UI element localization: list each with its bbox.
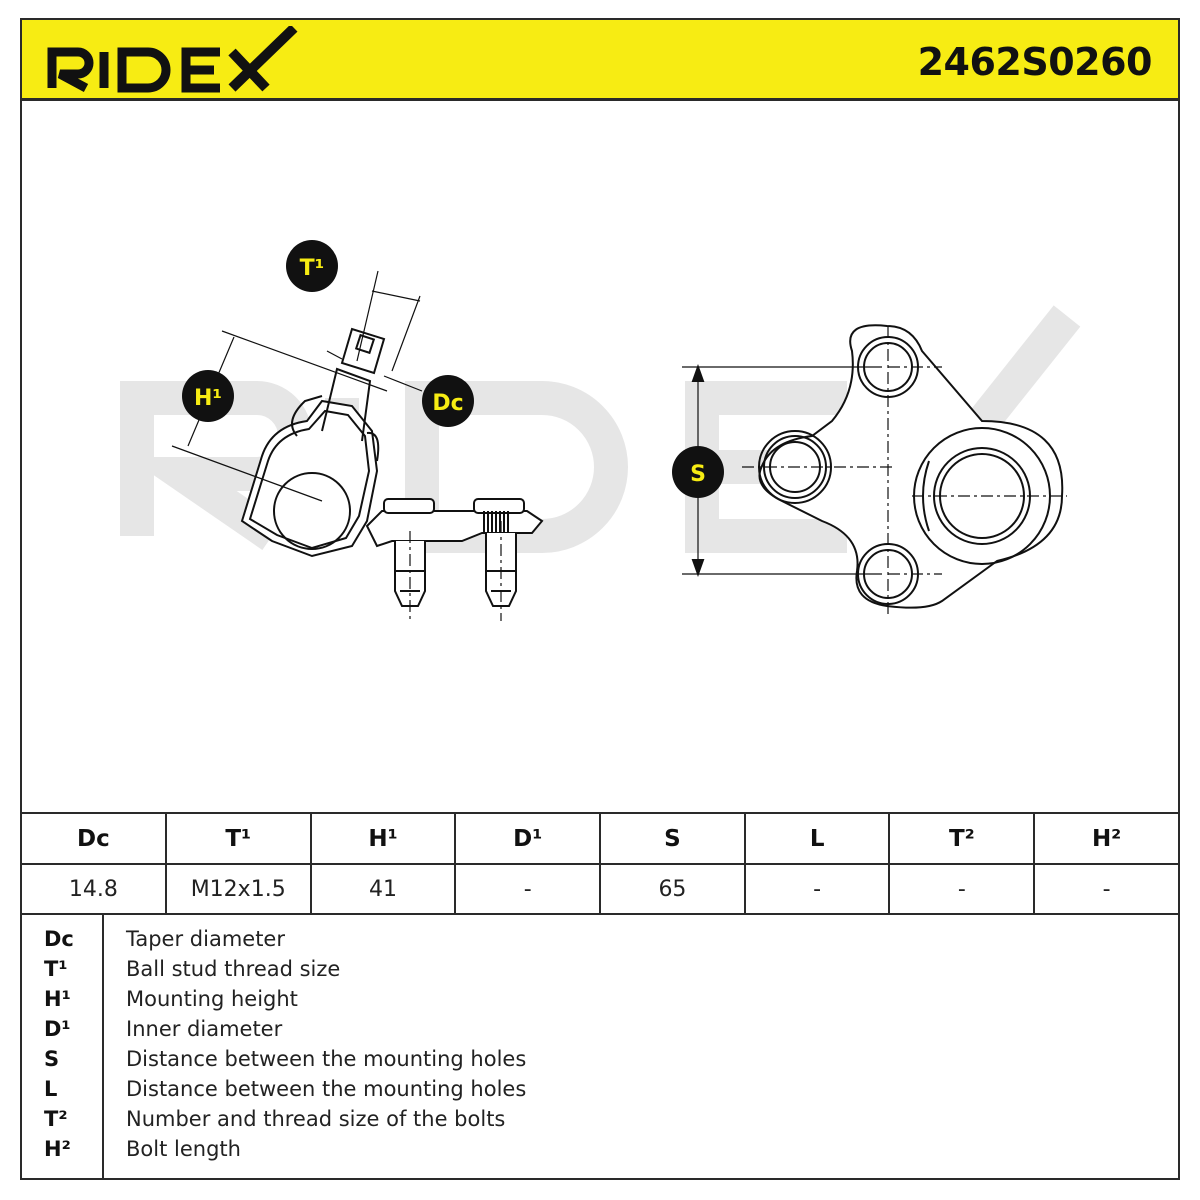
legend: Dc Taper diameter T¹ Ball stud thread si… <box>20 913 1180 1180</box>
specs-value: - <box>888 863 1036 915</box>
specs-value: - <box>1033 863 1180 915</box>
specs-header: D¹ <box>454 812 602 865</box>
ridex-logo <box>47 26 298 93</box>
specs-header-row: Dc T¹ H¹ D¹ S L T² H² <box>20 812 1180 865</box>
legend-desc: Mounting height <box>126 987 298 1011</box>
callout-h1-label: H¹ <box>194 386 222 411</box>
legend-row: T² Number and thread size of the bolts <box>22 1107 1178 1137</box>
legend-desc: Ball stud thread size <box>126 957 341 981</box>
legend-key: S <box>44 1047 60 1071</box>
technical-drawing: T¹ H¹ Dc S <box>120 240 1081 621</box>
specs-value-row: 14.8 M12x1.5 41 - 65 - - - <box>20 863 1180 915</box>
callout-s-label: S <box>690 462 706 487</box>
specs-header: H² <box>1033 812 1180 865</box>
legend-row: D¹ Inner diameter <box>22 1017 1178 1047</box>
ball-joint-side-view <box>171 270 544 621</box>
legend-row: L Distance between the mounting holes <box>22 1077 1178 1107</box>
legend-key: H² <box>44 1137 71 1161</box>
part-number: 2462S0260 <box>917 40 1153 84</box>
legend-key: T² <box>44 1107 68 1131</box>
legend-desc: Number and thread size of the bolts <box>126 1107 506 1131</box>
specs-header: Dc <box>20 812 167 865</box>
specs-table: Dc T¹ H¹ D¹ S L T² H² 14.8 M12x1.5 41 - … <box>20 812 1180 915</box>
specs-value: M12x1.5 <box>164 863 312 915</box>
legend-row: S Distance between the mounting holes <box>22 1047 1178 1077</box>
legend-key: T¹ <box>44 957 68 981</box>
specs-header: S <box>599 812 746 865</box>
legend-row: H² Bolt length <box>22 1137 1178 1167</box>
specs-value: 14.8 <box>20 863 167 915</box>
callout-dc: Dc <box>422 375 474 427</box>
legend-desc: Taper diameter <box>126 927 285 951</box>
specs-value: 41 <box>309 863 457 915</box>
specs-value: - <box>454 863 602 915</box>
legend-key: H¹ <box>44 987 71 1011</box>
callout-h1: H¹ <box>182 370 234 422</box>
callout-dc-label: Dc <box>432 391 463 416</box>
specs-value: - <box>743 863 891 915</box>
legend-key: L <box>44 1077 58 1101</box>
specs-header: H¹ <box>309 812 457 865</box>
specs-value: 65 <box>599 863 746 915</box>
callout-t1-label: T¹ <box>300 256 325 281</box>
callout-s: S <box>672 446 724 498</box>
specs-header: T² <box>888 812 1036 865</box>
legend-row: Dc Taper diameter <box>22 927 1178 957</box>
legend-desc: Distance between the mounting holes <box>126 1077 527 1101</box>
legend-divider <box>102 913 104 1178</box>
specs-header: L <box>743 812 891 865</box>
callout-t1: T¹ <box>286 240 338 292</box>
legend-key: Dc <box>44 927 74 951</box>
legend-desc: Distance between the mounting holes <box>126 1047 527 1071</box>
legend-desc: Inner diameter <box>126 1017 283 1041</box>
legend-row: T¹ Ball stud thread size <box>22 957 1178 987</box>
legend-desc: Bolt length <box>126 1137 241 1161</box>
specs-header: T¹ <box>164 812 312 865</box>
legend-key: D¹ <box>44 1017 71 1041</box>
header-bar: 2462S0260 <box>20 18 1180 101</box>
legend-row: H¹ Mounting height <box>22 987 1178 1017</box>
ball-joint-top-view <box>682 324 1067 616</box>
